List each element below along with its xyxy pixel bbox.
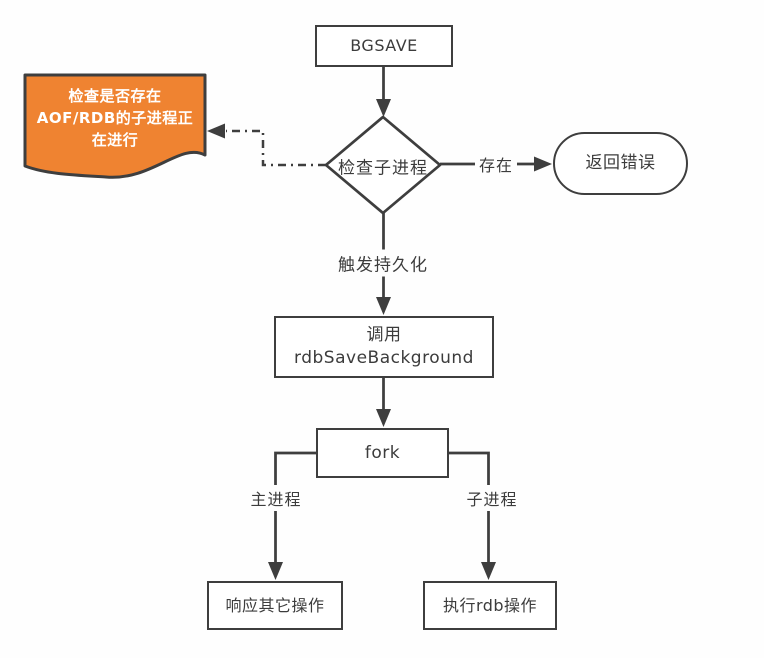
edge-label-trigger-persistence: 触发持久化 <box>334 249 432 277</box>
note-line-1: 检查是否存在 <box>68 87 162 106</box>
arrowhead-into-note <box>207 123 225 139</box>
node-check-child-process-label: 检查子进程 <box>338 158 428 179</box>
call-line-1: 调用 <box>366 325 402 346</box>
edge-check-note <box>226 129 326 167</box>
note-line-3: 在进行 <box>91 130 139 149</box>
edge-fork-child <box>449 451 490 563</box>
arrowhead-into-respond <box>268 562 283 580</box>
node-respond-other-ops-label: 响应其它操作 <box>225 595 325 615</box>
decision-diamond-shape <box>324 115 442 215</box>
arrowhead-into-fork <box>376 409 391 427</box>
node-fork: fork <box>316 428 449 478</box>
node-call-rdbsavebackground: 调用 rdbSaveBackground <box>274 316 494 378</box>
node-exec-rdb-op: 执行rdb操作 <box>423 581 557 630</box>
note-line-2: AOF/RDB的子进程正 <box>36 109 194 128</box>
arrowhead-into-diamond <box>376 99 391 117</box>
node-return-error-label: 返回错误 <box>585 153 656 174</box>
node-exec-rdb-op-label: 执行rdb操作 <box>442 595 538 615</box>
node-fork-label: fork <box>364 442 401 463</box>
arrowhead-into-call <box>376 297 391 315</box>
node-bgsave: BGSAVE <box>315 25 453 67</box>
edge-label-main-process: 主进程 <box>246 485 306 511</box>
note-document-shape <box>23 73 207 179</box>
arrowhead-into-error <box>534 156 552 172</box>
edge-fork-main <box>274 451 318 563</box>
arrowhead-into-exec <box>481 562 496 580</box>
node-return-error: 返回错误 <box>553 132 688 195</box>
note-aof-rdb: 检查是否存在 AOF/RDB的子进程正 在进行 <box>27 73 203 169</box>
node-respond-other-ops: 响应其它操作 <box>207 581 343 630</box>
edge-label-exists: 存在 <box>474 151 518 177</box>
node-bgsave-label: BGSAVE <box>350 36 418 56</box>
call-line-2: rdbSaveBackground <box>294 348 474 368</box>
edge-label-child-process: 子进程 <box>462 485 522 511</box>
